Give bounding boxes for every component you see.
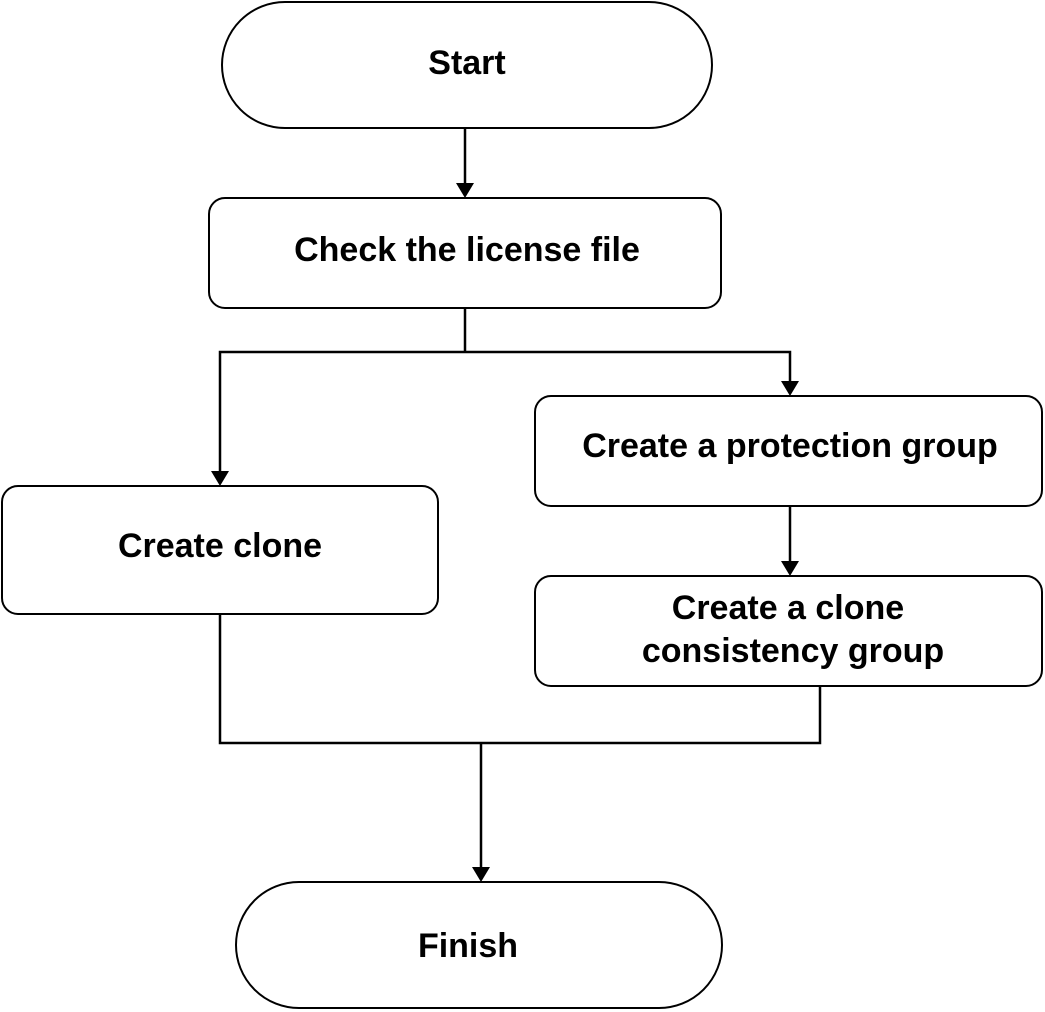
arrowhead-finish bbox=[472, 867, 490, 882]
arrowhead-protection-group bbox=[781, 381, 799, 396]
arrowhead-create-clone bbox=[211, 471, 229, 486]
node-create-protection-group: Create a protection group bbox=[534, 395, 1043, 507]
node-check-license: Check the license file bbox=[208, 197, 722, 309]
connector-clone-to-merge bbox=[218, 614, 481, 745]
create-clone-consistency-group-label-line1: Create a clone bbox=[672, 589, 904, 627]
node-start: Start bbox=[221, 1, 713, 129]
connector-branch-right bbox=[465, 350, 792, 382]
create-clone-label: Create clone bbox=[118, 527, 322, 565]
connector-branch-left bbox=[218, 350, 465, 472]
create-protection-group-box bbox=[534, 395, 1043, 507]
create-protection-group-label: Create a protection group bbox=[582, 427, 998, 465]
arrowhead-consistency-group bbox=[781, 561, 799, 576]
node-create-clone: Create clone bbox=[1, 485, 439, 615]
start-terminator bbox=[221, 1, 713, 129]
start-label: Start bbox=[428, 44, 505, 82]
node-create-clone-consistency-group: Create a clone consistency group bbox=[534, 575, 1043, 687]
finish-label: Finish bbox=[418, 927, 518, 965]
create-clone-consistency-group-label-line2: consistency group bbox=[642, 632, 944, 670]
create-clone-consistency-group-box bbox=[534, 575, 1043, 687]
finish-terminator bbox=[235, 881, 723, 1009]
check-license-label: Check the license file bbox=[294, 231, 640, 269]
arrowhead-check bbox=[456, 183, 474, 198]
node-finish: Finish bbox=[235, 881, 723, 1009]
connector-consistency-to-merge bbox=[481, 686, 822, 745]
